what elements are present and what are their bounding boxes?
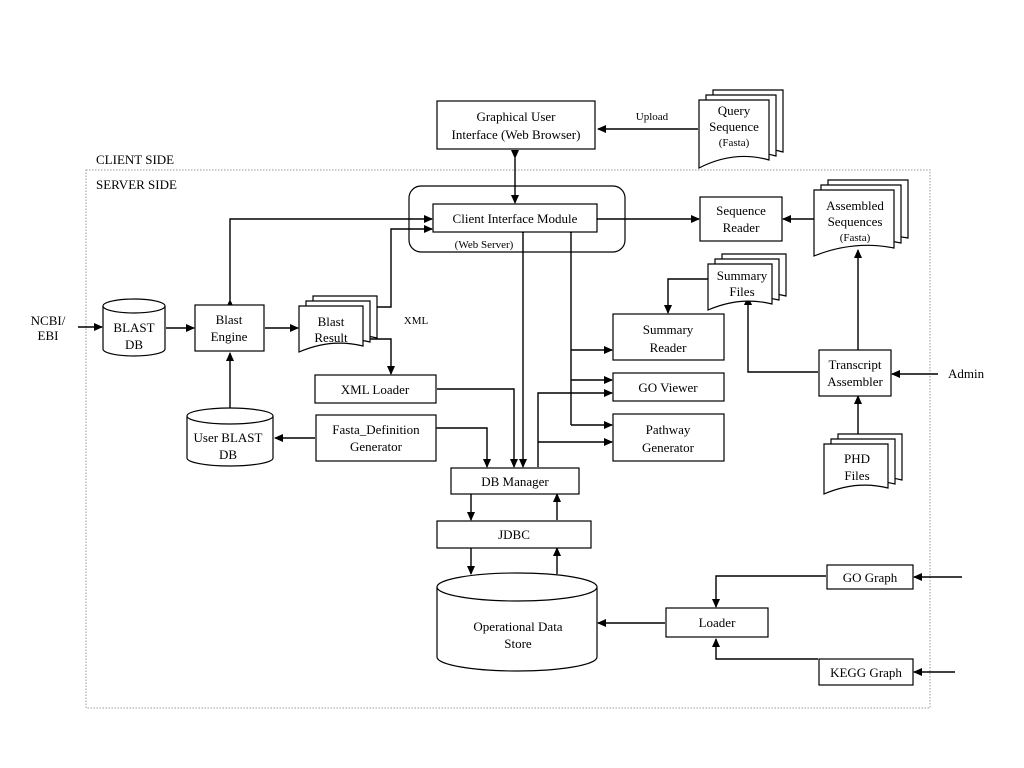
svg-text:Engine: Engine [211, 329, 248, 344]
svg-text:GO Viewer: GO Viewer [638, 380, 698, 395]
edge-summaryfiles-reader [664, 278, 708, 314]
edge-fastadef-dbm [429, 424, 491, 468]
svg-text:Assembler: Assembler [827, 374, 883, 389]
edge-blastresult-cim [377, 225, 433, 308]
svg-text:Graphical User: Graphical User [476, 109, 556, 124]
server-side-boundary [85, 169, 931, 709]
svg-text:Files: Files [844, 468, 869, 483]
node-go-graph: GO Graph [826, 564, 914, 590]
node-db-manager: DB Manager [450, 467, 580, 495]
svg-text:Blast: Blast [318, 314, 345, 329]
svg-text:Summary: Summary [643, 322, 694, 337]
node-go-viewer: GO Viewer [612, 372, 725, 402]
node-fasta-definition-generator: Fasta_Definition Generator [315, 414, 437, 462]
server-side-label: SERVER SIDE [96, 177, 177, 192]
svg-text:DB Manager: DB Manager [481, 474, 549, 489]
svg-text:Files: Files [729, 284, 754, 299]
svg-text:Operational Data: Operational Data [473, 619, 562, 634]
svg-text:Generator: Generator [642, 440, 695, 455]
svg-text:DB: DB [125, 337, 143, 352]
node-pathway-generator: Pathway Generator [612, 413, 725, 462]
svg-text:BLAST: BLAST [113, 320, 154, 335]
ebi-label: EBI [38, 328, 59, 343]
node-phd-files: PHD Files [823, 433, 903, 495]
web-server-label: (Web Server) [455, 239, 514, 251]
node-xml-loader: XML Loader [314, 374, 437, 404]
svg-text:Summary: Summary [717, 268, 768, 283]
svg-text:Transcript: Transcript [829, 357, 882, 372]
edge-gograph-loader [712, 575, 826, 608]
svg-text:Reader: Reader [723, 220, 760, 235]
svg-text:Generator: Generator [350, 439, 403, 454]
svg-text:XML Loader: XML Loader [341, 382, 410, 397]
svg-text:Fasta_Definition: Fasta_Definition [332, 422, 420, 437]
upload-label: Upload [636, 111, 669, 123]
node-assembled-sequences: Assembled Sequences (Fasta) [813, 179, 909, 257]
svg-text:Result: Result [314, 330, 348, 345]
svg-text:Sequences: Sequences [828, 214, 883, 229]
svg-text:Pathway: Pathway [646, 422, 691, 437]
svg-text:Store: Store [504, 636, 532, 651]
svg-text:GO Graph: GO Graph [843, 570, 898, 585]
edge-assembler-summaryfiles [744, 296, 818, 373]
svg-text:Sequence: Sequence [709, 119, 759, 134]
svg-text:Loader: Loader [699, 615, 736, 630]
svg-text:(Fasta): (Fasta) [719, 137, 750, 149]
node-blast-db: BLAST DB [102, 298, 166, 357]
node-transcript-assembler: Transcript Assembler [818, 349, 892, 397]
svg-text:Client Interface Module: Client Interface Module [453, 211, 578, 226]
node-loader: Loader [665, 607, 769, 638]
node-summary-reader: Summary Reader [612, 313, 725, 361]
node-sequence-reader: Sequence Reader [699, 196, 783, 242]
svg-text:Query: Query [718, 103, 751, 118]
svg-text:Blast: Blast [216, 312, 243, 327]
svg-text:Sequence: Sequence [716, 203, 766, 218]
node-blast-result: Blast Result [298, 295, 378, 353]
svg-text:(Fasta): (Fasta) [840, 232, 871, 244]
node-blast-engine: Blast Engine [194, 304, 265, 352]
node-summary-files: Summary Files [707, 253, 787, 311]
svg-text:Interface (Web Browser): Interface (Web Browser) [452, 127, 581, 142]
svg-text:DB: DB [219, 447, 237, 462]
edge-xmlloader-dbm [437, 388, 518, 468]
connectors [78, 125, 962, 676]
ncbi-label: NCBI/ [31, 313, 66, 328]
client-side-label: CLIENT SIDE [96, 152, 174, 167]
svg-text:Assembled: Assembled [826, 198, 884, 213]
svg-text:KEGG Graph: KEGG Graph [830, 665, 902, 680]
admin-label: Admin [948, 366, 985, 381]
node-kegg-graph: KEGG Graph [818, 658, 914, 686]
svg-text:JDBC: JDBC [498, 527, 530, 542]
edge-kegg-loader [712, 638, 818, 660]
node-query-sequence: Query Sequence (Fasta) [698, 89, 784, 169]
node-operational-data-store: Operational Data Store [436, 572, 598, 672]
edge-dbm-goviewer [537, 389, 613, 467]
xml-label: XML [404, 315, 429, 327]
svg-text:User BLAST: User BLAST [194, 430, 263, 445]
edge-cim-blastengine [226, 215, 433, 308]
svg-text:PHD: PHD [844, 451, 870, 466]
node-user-blast-db: User BLAST DB [186, 407, 274, 467]
node-jdbc: JDBC [436, 520, 592, 549]
svg-text:Reader: Reader [650, 340, 687, 355]
edge-result-xmlloader [366, 338, 395, 375]
node-client-interface-module: Client Interface Module [432, 203, 598, 233]
node-gui: Graphical User Interface (Web Browser) [436, 100, 596, 150]
